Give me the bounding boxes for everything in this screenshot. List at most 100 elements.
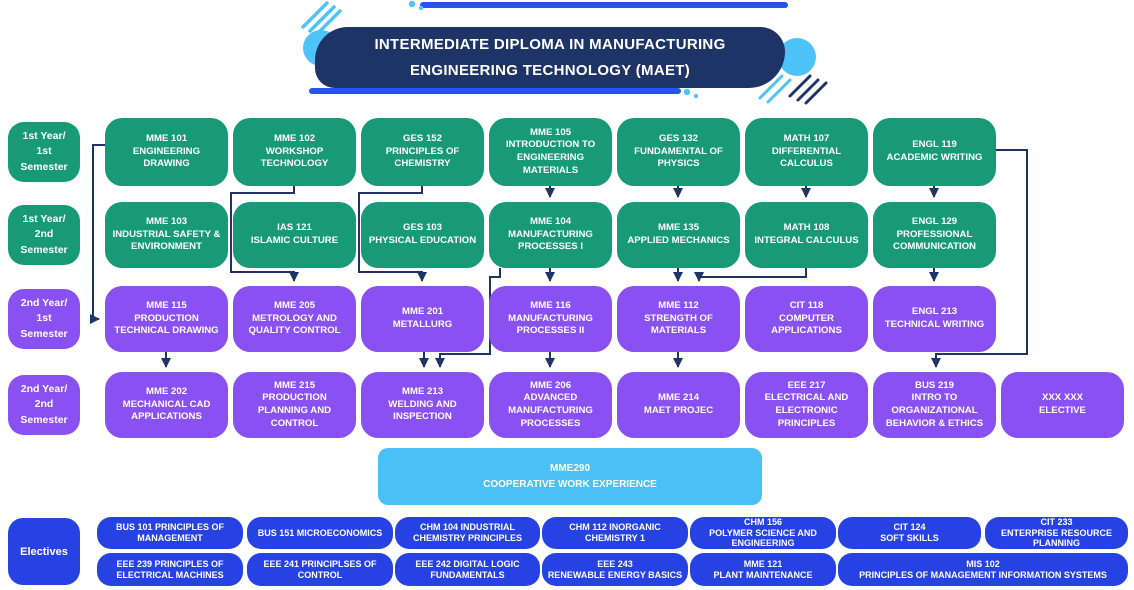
- elective-eee-241: EEE 241 PRINCIPLSES OF CONTROL: [247, 553, 393, 586]
- course-mme-102: MME 102 WORKSHOP TECHNOLOGY: [233, 118, 356, 186]
- course-name: MECHANICAL CAD APPLICATIONS: [122, 398, 211, 423]
- course-code: MME 202: [145, 386, 188, 398]
- elective-text: CHM 112 INORGANIC CHEMISTRY 1: [569, 522, 661, 543]
- elective-eee-242: EEE 242 DIGITAL LOGIC FUNDAMENTALS: [395, 553, 540, 586]
- course-mme-213: MME 213 WELDING AND INSPECTION: [361, 372, 484, 438]
- connector-mme102-mme205: [230, 186, 299, 282]
- row-label-year1-sem1: 1st Year/ 1st Semester: [8, 122, 80, 182]
- course-name: PRODUCTION TECHNICAL DRAWING: [114, 312, 219, 337]
- course-code: MME 104: [529, 216, 572, 228]
- course-name: STRENGTH OF MATERIALS: [644, 312, 713, 337]
- course-name: ACADEMIC WRITING: [886, 152, 983, 163]
- course-name: INTRODUCTION TO ENGINEERING MATERIALS: [505, 139, 596, 176]
- circle-right-icon: [778, 38, 816, 76]
- course-name: ADVANCED MANUFACTURING PROCESSES: [508, 392, 593, 429]
- elective-eee-239: EEE 239 PRINCIPLES OF ELECTRICAL MACHINE…: [97, 553, 243, 586]
- course-name: ELECTRICAL AND ELECTRONIC PRINCIPLES: [764, 392, 849, 429]
- elective-text: EEE 242 DIGITAL LOGIC FUNDAMENTALS: [415, 558, 520, 580]
- course-ias-121: IAS 121 ISLAMIC CULTURE: [233, 202, 356, 268]
- course-code: MME 214: [657, 392, 700, 404]
- course-name: MAET PROJEC: [643, 405, 714, 416]
- course-name: COOPERATIVE WORK EXPERIENCE: [483, 478, 657, 490]
- row-label-year1-sem2: 1st Year/ 2nd Semester: [8, 205, 80, 265]
- elective-eee-243: EEE 243 RENEWABLE ENERGY BASICS: [542, 553, 688, 586]
- course-mme-215: MME 215 PRODUCTION PLANNING AND CONTROL: [233, 372, 356, 438]
- course-code: MME 101: [145, 133, 188, 145]
- hatch-bottom-right-navy-icon: [788, 74, 828, 105]
- elective-code: EEE 243: [597, 558, 633, 569]
- elective-text: CHM 104 INDUSTRIAL CHEMISTRY PRINCIPLES: [412, 522, 522, 543]
- course-code: ENGL 129: [911, 216, 958, 228]
- elective-text: SOFT SKILLS: [880, 533, 939, 543]
- course-code: MATH 107: [783, 133, 830, 145]
- elective-cit-233: CIT 233 ENTERPRISE RESOURCE PLANNING: [985, 517, 1128, 549]
- course-code: BUS 219: [915, 379, 954, 391]
- course-code: MME 135: [657, 222, 700, 234]
- course-code: MATH 108: [783, 222, 830, 234]
- course-code: MME290: [549, 462, 590, 474]
- hatch-bottom-right-cyan-icon: [758, 74, 792, 104]
- title-line1: INTERMEDIATE DIPLOMA IN MANUFACTURING: [374, 36, 726, 53]
- course-code: MME 115: [146, 300, 187, 312]
- course-name: ENGINEERING DRAWING: [132, 145, 201, 170]
- course-engl-213: ENGL 213 TECHNICAL WRITING: [873, 286, 996, 352]
- course-elective-placeholder: XXX XXX ELECTIVE: [1001, 372, 1124, 438]
- course-name: COMPUTER APPLICATIONS: [771, 312, 842, 337]
- elective-text: EEE 241 PRINCIPLSES OF CONTROL: [263, 558, 377, 580]
- course-engl-129: ENGL 129 PROFESSIONAL COMMUNICATION: [873, 202, 996, 268]
- course-name: TECHNICAL WRITING: [884, 319, 985, 330]
- course-code: MME 206: [529, 379, 572, 391]
- elective-cit-124: CIT 124 SOFT SKILLS: [838, 517, 981, 549]
- course-code: MME 112: [658, 300, 699, 312]
- course-code: EEE 217: [787, 379, 826, 391]
- row-label-year2-sem1: 2nd Year/ 1st Semester: [8, 289, 80, 349]
- course-name: METALLURG: [392, 319, 453, 330]
- course-name: WORKSHOP TECHNOLOGY: [260, 145, 329, 170]
- course-mme-104: MME 104 MANUFACTURING PROCESSES I: [489, 202, 612, 268]
- course-mme-206: MME 206 ADVANCED MANUFACTURING PROCESSES: [489, 372, 612, 438]
- course-mme-135: MME 135 APPLIED MECHANICS: [617, 202, 740, 268]
- course-mme-105: MME 105 INTRODUCTION TO ENGINEERING MATE…: [489, 118, 612, 186]
- row-label-line2: 1st Semester: [20, 312, 68, 340]
- title-line2: ENGINEERING TECHNOLOGY (MAET): [409, 62, 691, 79]
- row-label-line1: 1st Year/: [22, 213, 66, 226]
- course-code: IAS 121: [277, 222, 312, 234]
- course-ges-152: GES 152 PRINCIPLES OF CHEMISTRY: [361, 118, 484, 186]
- course-code: MME 201: [401, 306, 444, 318]
- elective-chm-156: CHM 156 POLYMER SCIENCE AND ENGINEERING: [690, 517, 836, 549]
- elective-text: ENTERPRISE RESOURCE PLANNING: [1000, 527, 1113, 549]
- course-code: MME 102: [273, 133, 316, 145]
- course-mme-101: MME 101 ENGINEERING DRAWING: [105, 118, 228, 186]
- course-name: PRODUCTION PLANNING AND CONTROL: [257, 392, 332, 429]
- row-label-line1: 2nd Year/: [20, 297, 68, 310]
- course-code: GES 132: [659, 133, 698, 145]
- course-mme-290-coop: MME290 COOPERATIVE WORK EXPERIENCE: [378, 448, 762, 505]
- elective-code: CHM 156: [743, 517, 782, 528]
- row-label-line2: 1st Semester: [20, 145, 68, 173]
- course-mme-115: MME 115 PRODUCTION TECHNICAL DRAWING: [105, 286, 228, 352]
- course-mme-116: MME 116 MANUFACTURING PROCESSES II: [489, 286, 612, 352]
- connector-ges152-mme201: [358, 186, 427, 282]
- course-mme-205: MME 205 METROLOGY AND QUALITY CONTROL: [233, 286, 356, 352]
- course-mme-201: MME 201 METALLURG: [361, 286, 484, 352]
- elective-text: POLYMER SCIENCE AND ENGINEERING: [709, 527, 817, 549]
- course-code: GES 152: [403, 133, 442, 145]
- course-ges-132: GES 132 FUNDAMENTAL OF PHYSICS: [617, 118, 740, 186]
- connector-mme101-mme115: [90, 144, 105, 324]
- elective-text: BUS 101 PRINCIPLES OF MANAGEMENT: [115, 522, 225, 543]
- course-code: MME 213: [401, 386, 444, 398]
- course-mme-112: MME 112 STRENGTH OF MATERIALS: [617, 286, 740, 352]
- dots-bottom-icon: [683, 88, 699, 99]
- bar-top: [420, 2, 788, 8]
- row-label-line2: 2nd Semester: [20, 228, 68, 256]
- elective-text: PLANT MAINTENANCE: [713, 569, 813, 580]
- hatch-top-left-icon: [301, 1, 342, 35]
- course-name: FUNDAMENTAL OF PHYSICS: [634, 145, 723, 170]
- course-code: GES 103: [403, 222, 442, 234]
- row-label-year2-sem2: 2nd Year/ 2nd Semester: [8, 375, 80, 435]
- course-code: CIT 118: [789, 300, 824, 312]
- course-bus-219: BUS 219 INTRO TO ORGANIZATIONAL BEHAVIOR…: [873, 372, 996, 438]
- course-name: PROFESSIONAL COMMUNICATION: [893, 228, 976, 253]
- elective-mme-121: MME 121 PLANT MAINTENANCE: [690, 553, 836, 586]
